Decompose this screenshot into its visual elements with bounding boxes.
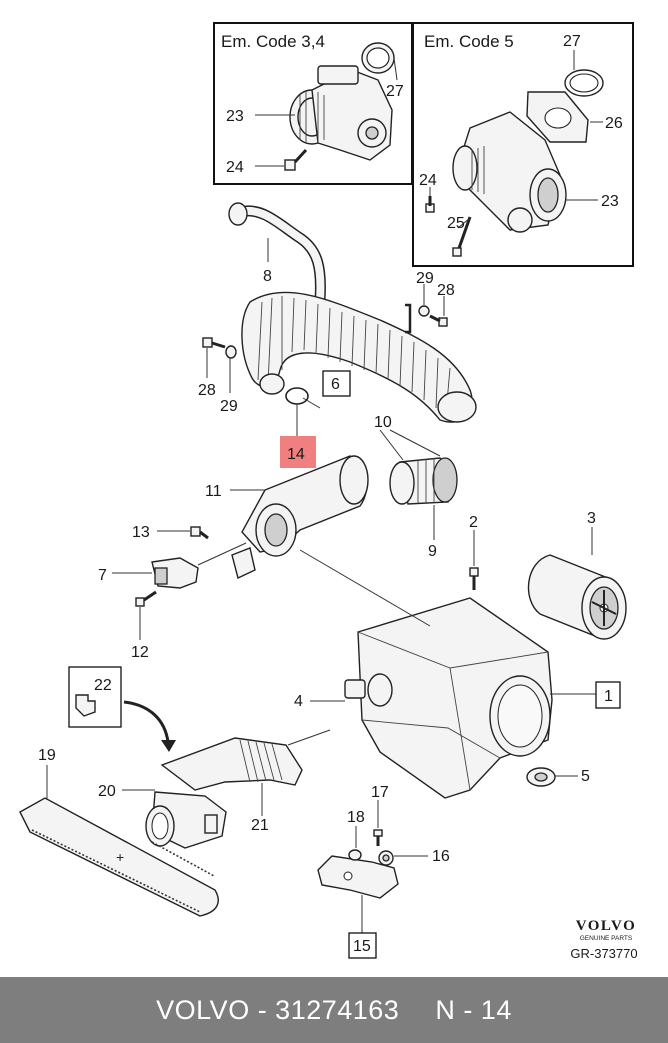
callout-24: 24 [419, 172, 437, 189]
callout-20: 20 [98, 783, 116, 800]
o-ring-part [285, 387, 309, 405]
screw-part [418, 305, 448, 327]
callout-28: 28 [198, 382, 216, 399]
callout-box-6: 6 [322, 370, 351, 397]
inset-em-code-3-4: Em. Code 3,4 23 24 27 [213, 22, 413, 185]
screw-part [190, 526, 209, 540]
callout-19: 19 [38, 747, 56, 764]
callout-6: 6 [331, 376, 340, 393]
volvo-logo: VOLVO [576, 918, 637, 934]
air-filter-element-part [527, 554, 627, 640]
callout-27: 27 [563, 33, 581, 50]
intake-duct-part [231, 455, 369, 579]
callout-27: 27 [386, 83, 404, 100]
callout-11: 11 [205, 483, 222, 500]
position-code: N - 14 [435, 994, 512, 1025]
gasket-flange-part [526, 91, 589, 143]
callout-box-15: 15 [348, 932, 377, 959]
callout-22: 22 [94, 677, 112, 694]
washer-part [348, 849, 362, 861]
inlet-connector-part [145, 791, 227, 849]
callout-29: 29 [220, 398, 238, 415]
callout-15: 15 [353, 938, 371, 955]
diagram-reference: GR-373770 [570, 946, 637, 961]
genuine-parts-tagline: GENUINE PARTS [580, 935, 633, 942]
callout-box-22: 22 [68, 666, 122, 728]
callout-10: 10 [374, 414, 392, 431]
callout-2: 2 [469, 514, 478, 531]
callout-21: 21 [251, 817, 269, 834]
callout-7: 7 [98, 567, 107, 584]
brand-block: VOLVO GENUINE PARTS GR-373770 [570, 918, 637, 961]
callout-12: 12 [131, 644, 149, 661]
throttle-body-part [452, 111, 567, 233]
breather-hose-part [228, 202, 326, 306]
callout-26: 26 [605, 115, 623, 132]
callout-14: 14 [287, 446, 305, 463]
callout-4: 4 [294, 693, 303, 710]
callout-9: 9 [428, 543, 437, 560]
o-ring-part [361, 42, 395, 74]
callout-24: 24 [226, 159, 244, 176]
push-rivet-part [75, 694, 96, 717]
callout-28: 28 [437, 282, 455, 299]
svg-text:+: + [116, 849, 124, 865]
callout-17: 17 [371, 784, 389, 801]
callout-29: 29 [416, 270, 434, 287]
clip-part [405, 303, 412, 334]
bolt-part [373, 829, 383, 846]
callout-23: 23 [601, 193, 619, 210]
callout-box-1: 1 [595, 681, 621, 709]
coupling-hose-part [389, 457, 458, 505]
bolt-part [469, 567, 479, 590]
callout-16: 16 [432, 848, 450, 865]
bracket-part [317, 850, 399, 899]
callout-23: 23 [226, 108, 244, 125]
corrugated-intake-hose-part [241, 291, 477, 423]
air-guide-panel-part: + [19, 797, 219, 917]
o-ring-part [564, 69, 604, 97]
highlighted-callout-14: 14 [280, 436, 316, 468]
callout-5: 5 [581, 768, 590, 785]
callout-8: 8 [263, 268, 272, 285]
throttle-body-part [289, 65, 393, 161]
stud-bolt-part [452, 216, 472, 257]
air-mass-sensor-part [151, 557, 199, 589]
grommet-part [526, 767, 556, 787]
bolt-part [284, 148, 308, 171]
callout-25: 25 [447, 215, 465, 232]
callout-13: 13 [132, 524, 150, 541]
bolt-part [425, 196, 435, 213]
screw-part [135, 590, 157, 607]
brand-part-number: VOLVO - 31274163 [156, 994, 400, 1025]
air-inlet-duct-part [160, 737, 303, 791]
parts-diagram: Em. Code 3,4 23 24 27 Em. Code 5 [19, 22, 638, 961]
part-number-footer: VOLVO - 31274163 N - 14 [0, 977, 668, 1043]
callout-1: 1 [604, 688, 613, 705]
callout-3: 3 [587, 510, 596, 527]
inset-title-right: Em. Code 5 [424, 32, 514, 51]
air-cleaner-housing-part [344, 597, 553, 799]
callout-18: 18 [347, 809, 365, 826]
inset-em-code-5: Em. Code 5 27 26 [412, 22, 634, 267]
screw-part [202, 337, 237, 359]
inset-title-left: Em. Code 3,4 [221, 32, 325, 51]
